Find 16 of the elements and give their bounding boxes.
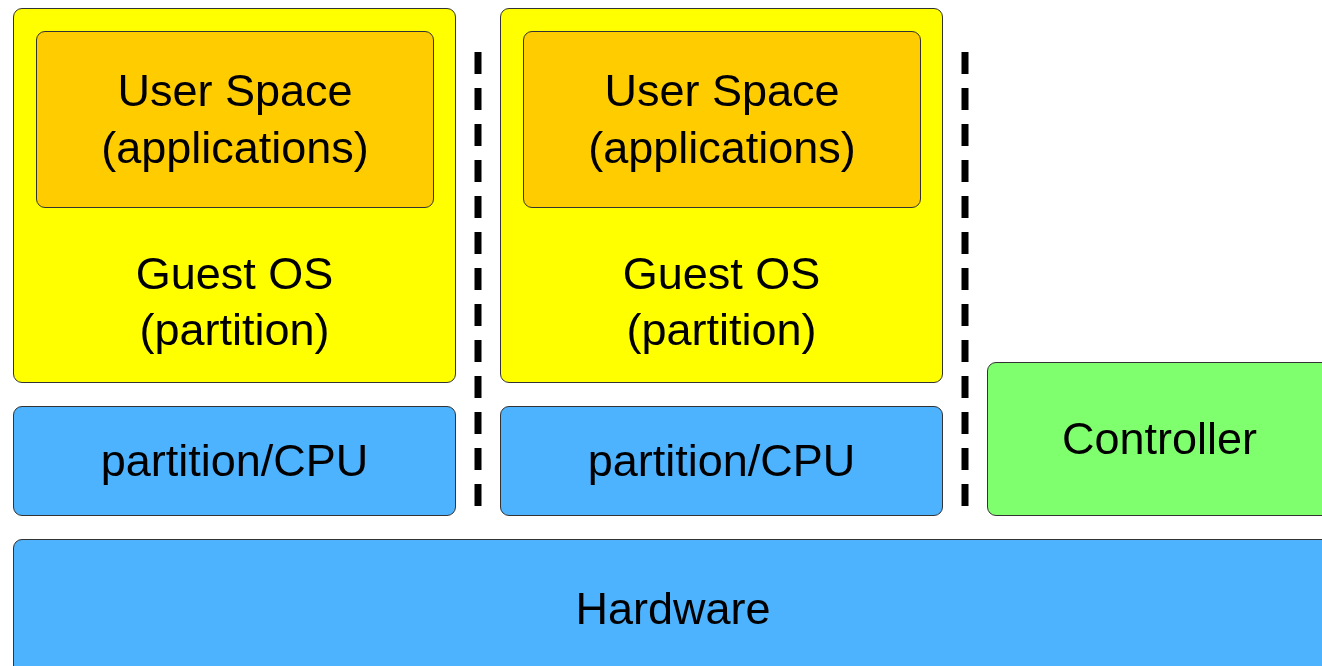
box-label: Hardware (575, 581, 771, 636)
box-label: partition/CPU (587, 433, 856, 488)
box-label: Guest OS (partition) (134, 246, 335, 357)
user-space-box (523, 31, 921, 208)
box-label: partition/CPU (100, 433, 369, 488)
box-label: User Space (applications) (100, 64, 370, 175)
controller-box (987, 362, 1322, 516)
box-label: User Space (applications) (587, 64, 857, 175)
box-label: Controller (1061, 411, 1258, 466)
box-label: Guest OS (partition) (621, 246, 822, 357)
guest-os-box (500, 8, 943, 383)
partition-box (500, 406, 943, 516)
user-space-box (36, 31, 434, 208)
partition-box (13, 406, 456, 516)
guest-os-box (13, 8, 456, 383)
hardware-bar (13, 539, 1322, 666)
